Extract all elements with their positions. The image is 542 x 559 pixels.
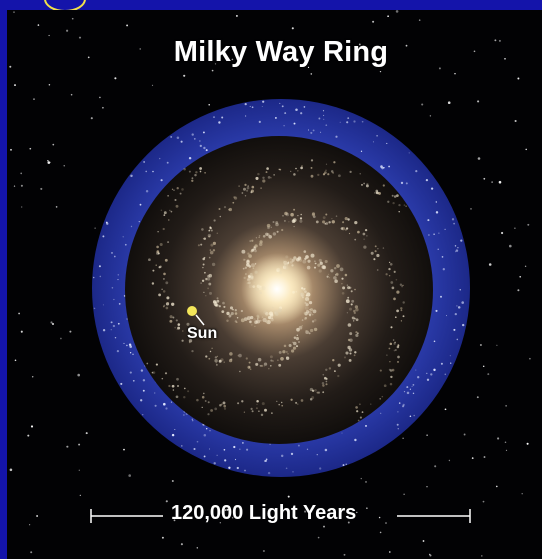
ring-stars [92, 100, 465, 475]
sun-marker-icon [187, 306, 197, 316]
diagram-title: Milky Way Ring [173, 36, 389, 68]
scale-label: 120,000 Light Years [171, 502, 357, 524]
background-stars [9, 10, 531, 557]
scale-bar-icon [90, 509, 471, 523]
sun-label: Sun [187, 325, 218, 342]
galaxy-core [241, 253, 313, 325]
sun-pointer-line [195, 314, 205, 326]
